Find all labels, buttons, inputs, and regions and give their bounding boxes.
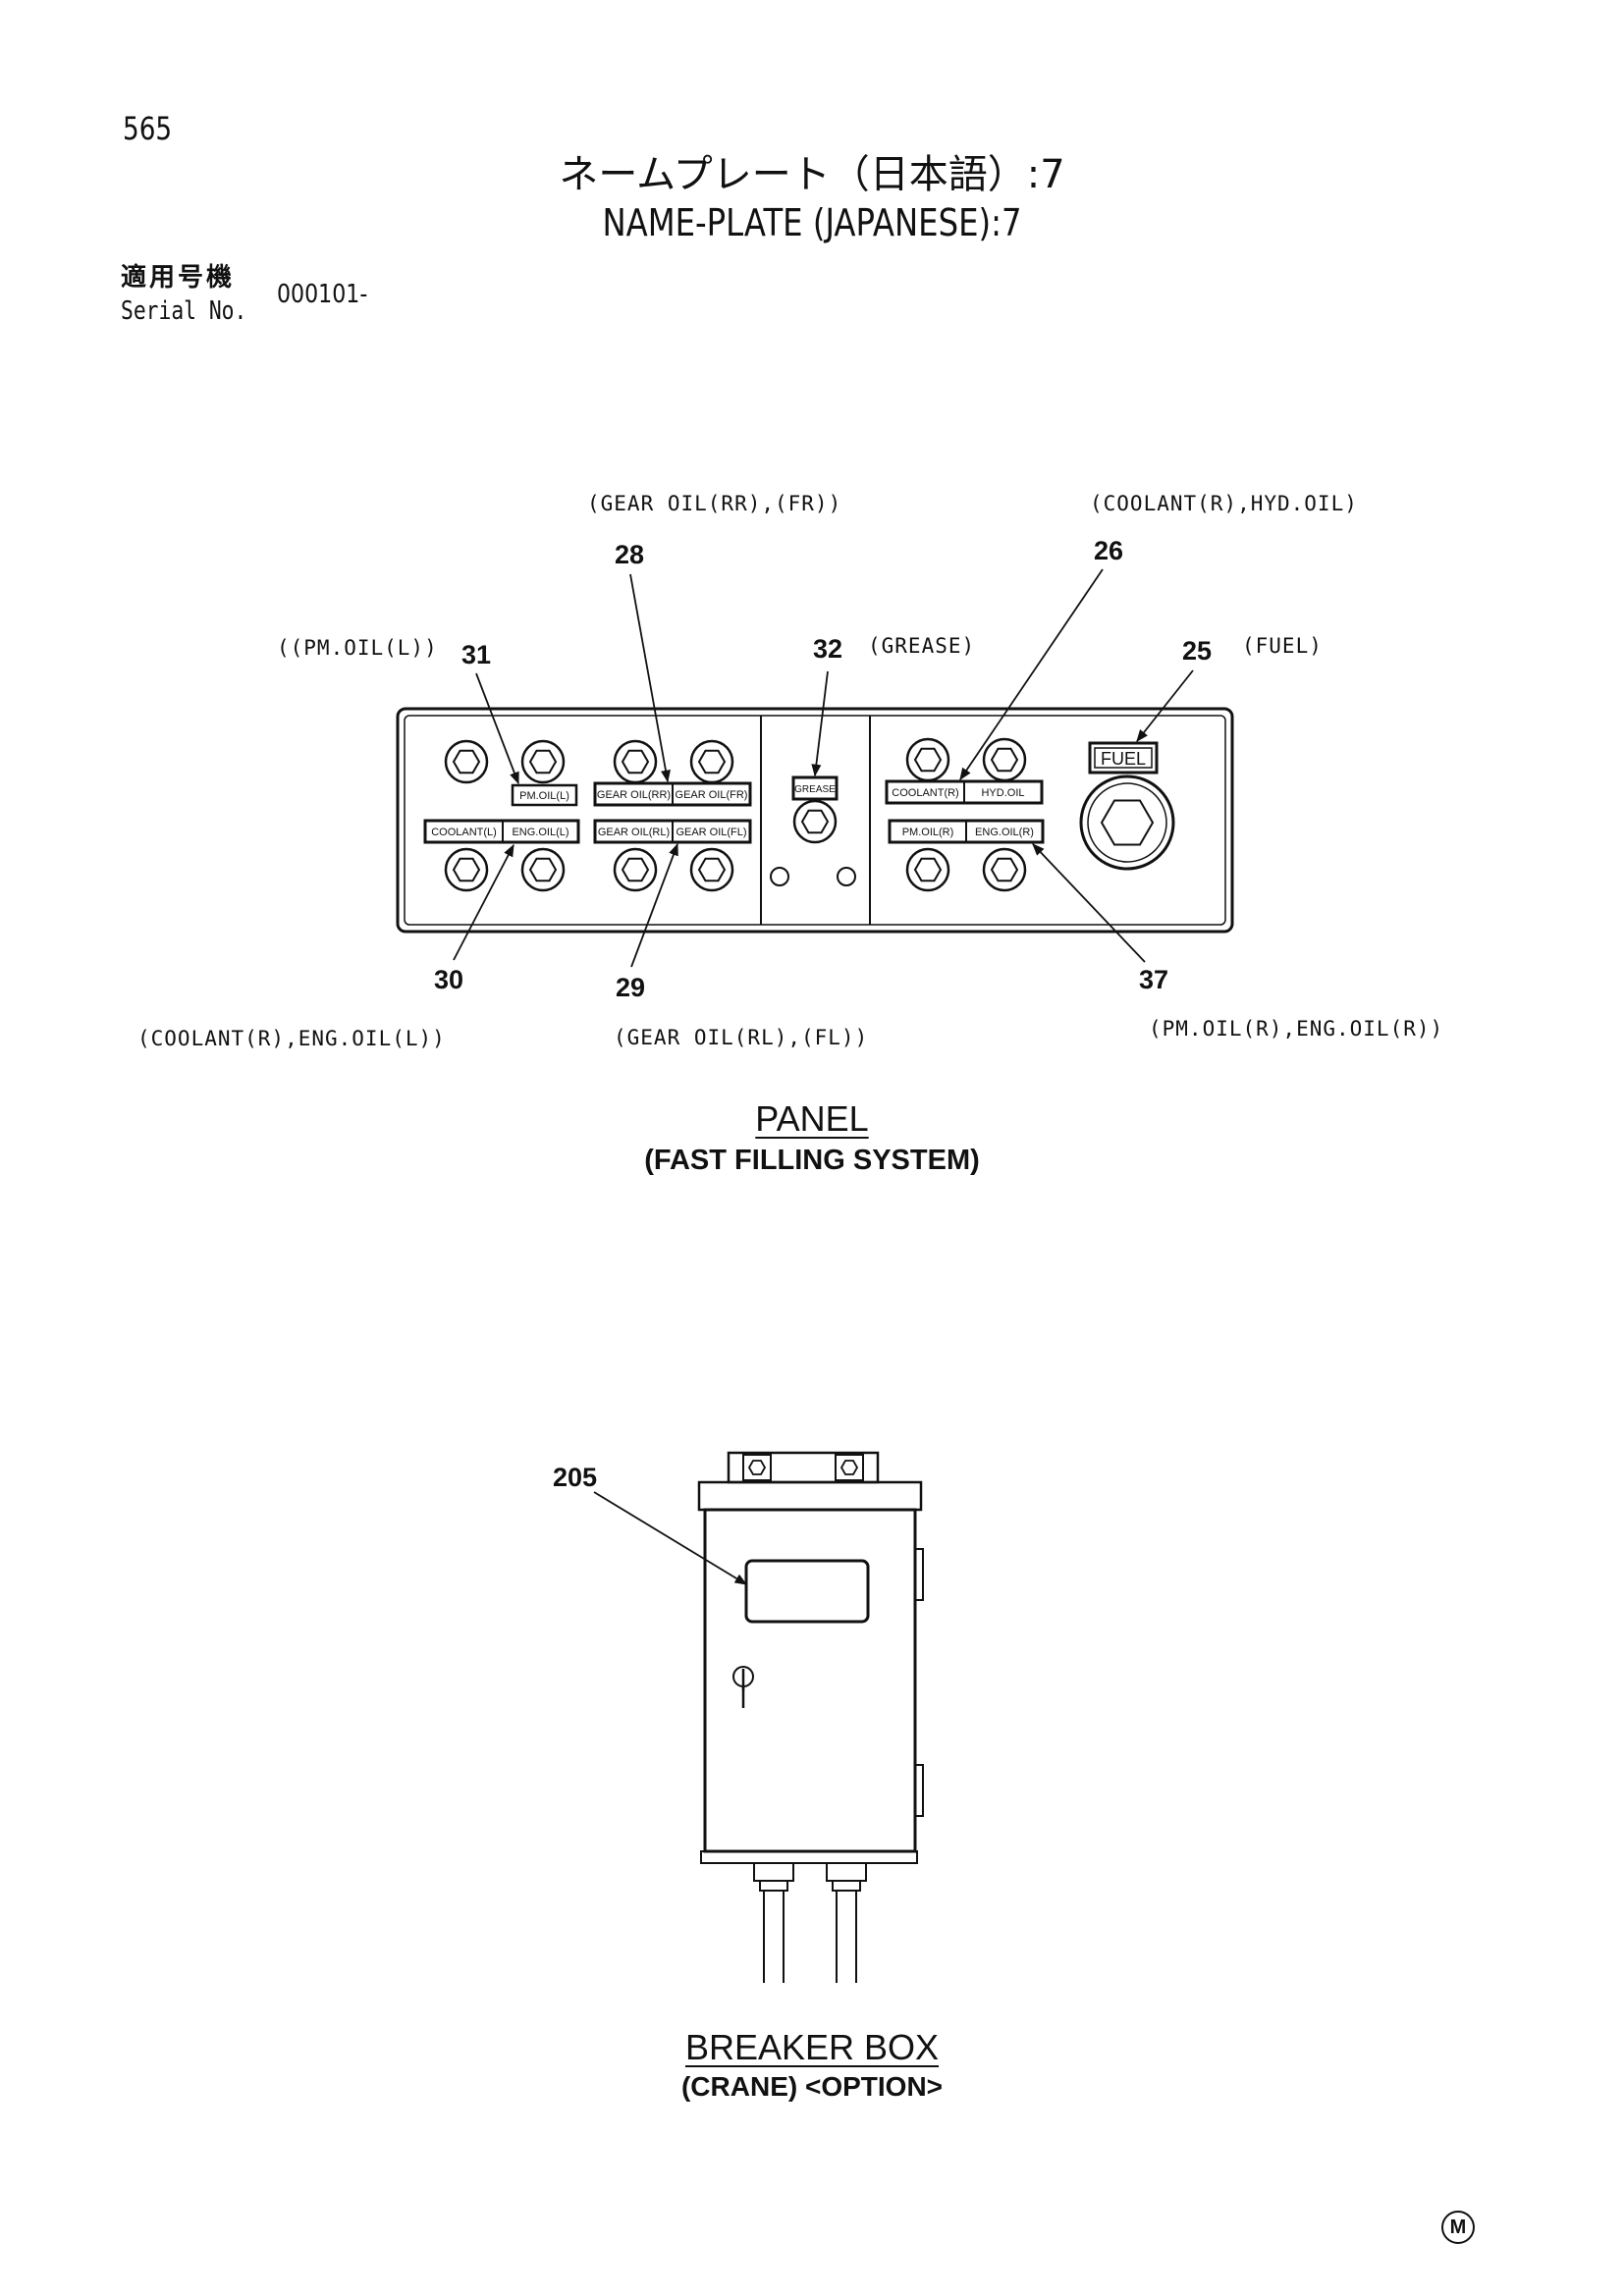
plate-gear-oil-fr: GEAR OIL(FR) — [676, 789, 748, 801]
callout-28: 28 — [615, 540, 645, 569]
plate-pm-oil-r: PM.OIL(R) — [902, 827, 954, 838]
panel-fittings — [444, 737, 1175, 892]
plate-gear-oil-rl: GEAR OIL(RL) — [598, 827, 670, 838]
breaker-box-drawing — [697, 1451, 924, 1983]
plate-hyd-oil: HYD.OIL — [981, 787, 1024, 799]
fast-filling-panel — [396, 707, 1234, 934]
callout-37: 37 — [1139, 965, 1169, 994]
m-mark-symbol: M — [1441, 2211, 1475, 2244]
plate-gear-oil-fl: GEAR OIL(FL) — [676, 827, 746, 838]
plate-eng-oil-l: ENG.OIL(L) — [512, 827, 568, 838]
callout-31: 31 — [461, 640, 492, 669]
callout-205: 205 — [553, 1463, 598, 1492]
title-japanese: ネームプレート（日本語）:7 — [559, 152, 1065, 197]
plate-pm-oil-l: PM.OIL(L) — [519, 790, 569, 802]
plate-grease: GREASE — [794, 784, 836, 795]
caption-coolant-hyd-oil: (COOLANT(R),HYD.OIL) — [1090, 492, 1358, 515]
serial-label-english: Serial No. — [121, 296, 247, 326]
plate-coolant-l: COOLANT(L) — [431, 827, 497, 838]
plate-coolant-r: COOLANT(R) — [892, 787, 958, 799]
panel-title-text: PANEL — [755, 1098, 869, 1139]
serial-label-japanese: 適用号機 — [121, 263, 236, 293]
breaker-box-subtitle: (CRANE) <OPTION> — [680, 2071, 944, 2102]
caption-grease: (GREASE) — [868, 634, 976, 658]
caption-pm-eng-oil-r: (PM.OIL(R),ENG.OIL(R)) — [1149, 1017, 1444, 1041]
callout-30: 30 — [434, 965, 464, 994]
title-english: NAME-PLATE (JAPANESE):7 — [602, 201, 1022, 244]
breaker-box-title-text: BREAKER BOX — [684, 2027, 940, 2067]
breaker-box-title: BREAKER BOX — [0, 2030, 1624, 2065]
panel-name-plates: PM.OIL(L) GEAR OIL(RR) GEAR OIL(FR) COOL… — [423, 741, 1159, 844]
callout-29: 29 — [616, 973, 646, 1002]
caption-pm-oil-l: ((PM.OIL(L)) — [277, 636, 438, 660]
panel-title: PANEL — [0, 1101, 1624, 1137]
plate-fuel: FUEL — [1101, 749, 1146, 769]
caption-fuel: (FUEL) — [1242, 634, 1323, 658]
callout-26: 26 — [1094, 536, 1124, 565]
leader-lines — [453, 568, 1194, 1585]
serial-value: 000101- — [277, 280, 368, 309]
panel-subtitle: (FAST FILLING SYSTEM) — [644, 1145, 980, 1176]
page-number: 565 — [123, 110, 173, 147]
caption-gear-oil-rl-fl: (GEAR OIL(RL),(FL)) — [614, 1026, 869, 1049]
callout-25: 25 — [1182, 636, 1213, 666]
plate-eng-oil-r: ENG.OIL(R) — [975, 827, 1034, 838]
caption-coolant-eng-oil-l: (COOLANT(R),ENG.OIL(L)) — [137, 1027, 446, 1050]
caption-gear-oil-rr-fr: (GEAR OIL(RR),(FR)) — [587, 492, 842, 515]
plate-gear-oil-rr: GEAR OIL(RR) — [597, 789, 671, 801]
callout-32: 32 — [813, 634, 843, 664]
